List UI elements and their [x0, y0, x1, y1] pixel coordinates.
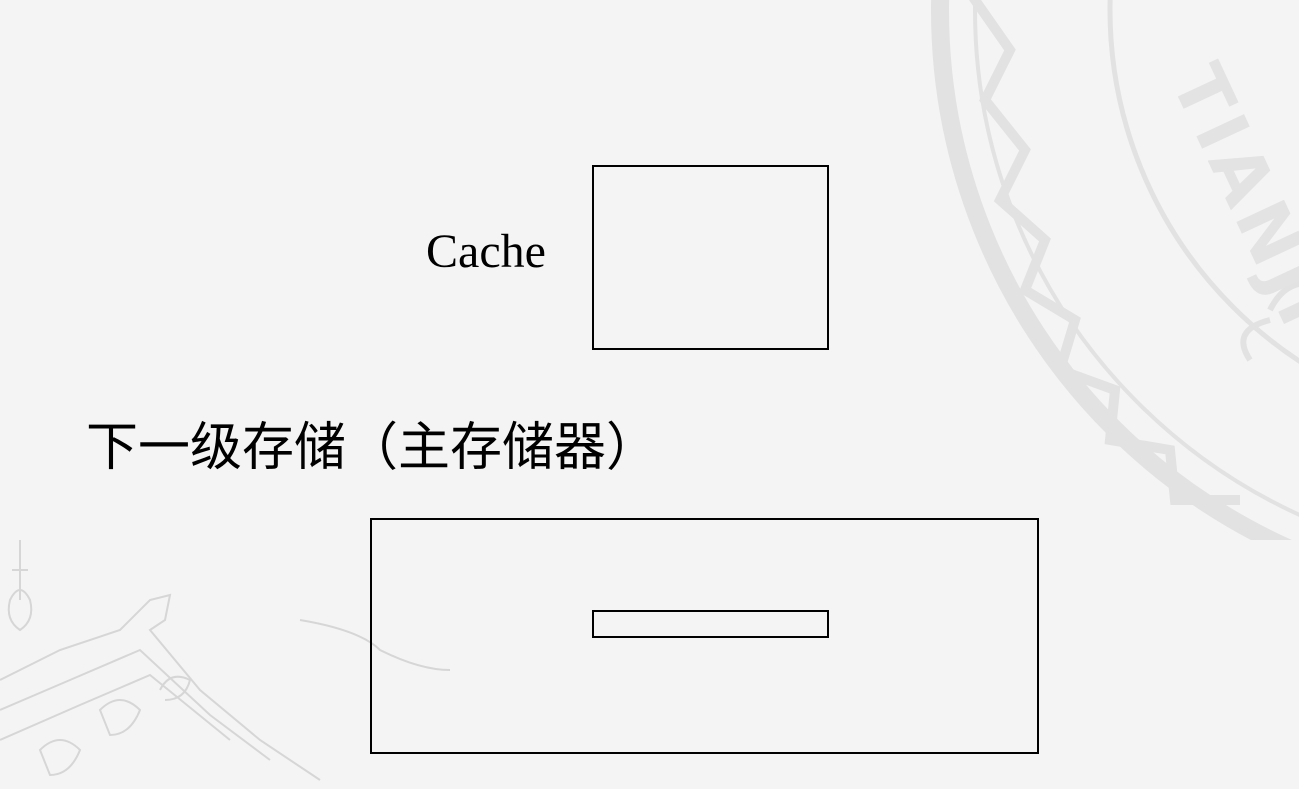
memory-block — [592, 610, 829, 638]
building-watermark — [0, 540, 451, 781]
main-memory-box — [370, 518, 1039, 754]
cache-label: Cache — [426, 225, 546, 278]
university-seal-watermark — [931, 0, 1299, 540]
main-memory-title: 下一级存储（主存储器） — [86, 418, 659, 478]
cache-box — [592, 165, 829, 350]
